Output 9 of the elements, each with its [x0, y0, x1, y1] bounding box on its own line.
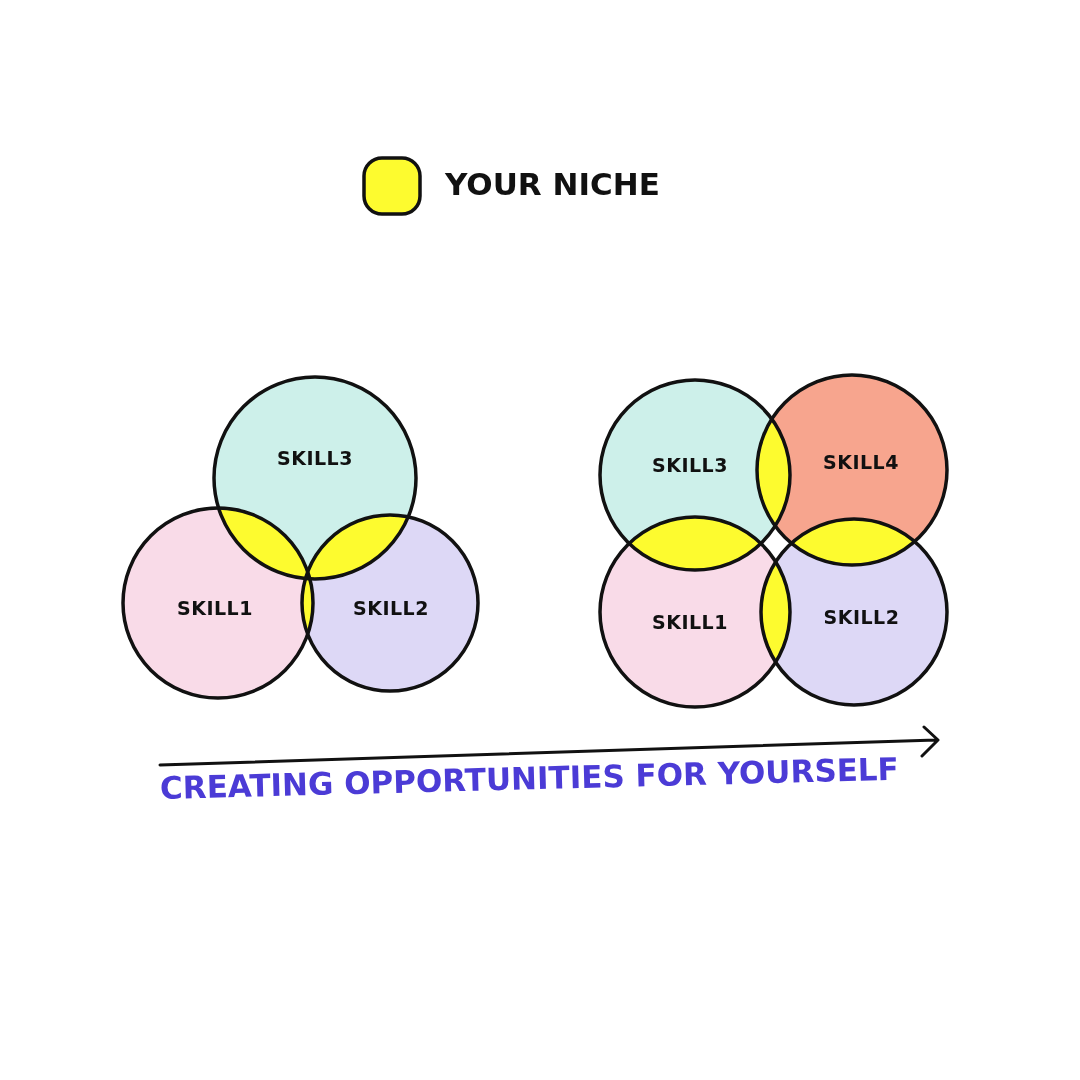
skill-label: SKILL3 [651, 454, 729, 476]
skill-label: SKILL2 [822, 606, 901, 628]
skill-label: SKILL3 [276, 447, 354, 469]
skill-label: SKILL1 [176, 597, 254, 619]
skill-label: SKILL1 [651, 611, 729, 633]
skill-label: SKILL4 [822, 451, 900, 473]
skill-label: SKILL2 [352, 597, 430, 619]
caption-text: CREATING OPPORTUNITIES FOR YOURSELF [159, 750, 900, 806]
legend-label: YOUR NICHE [445, 166, 660, 202]
